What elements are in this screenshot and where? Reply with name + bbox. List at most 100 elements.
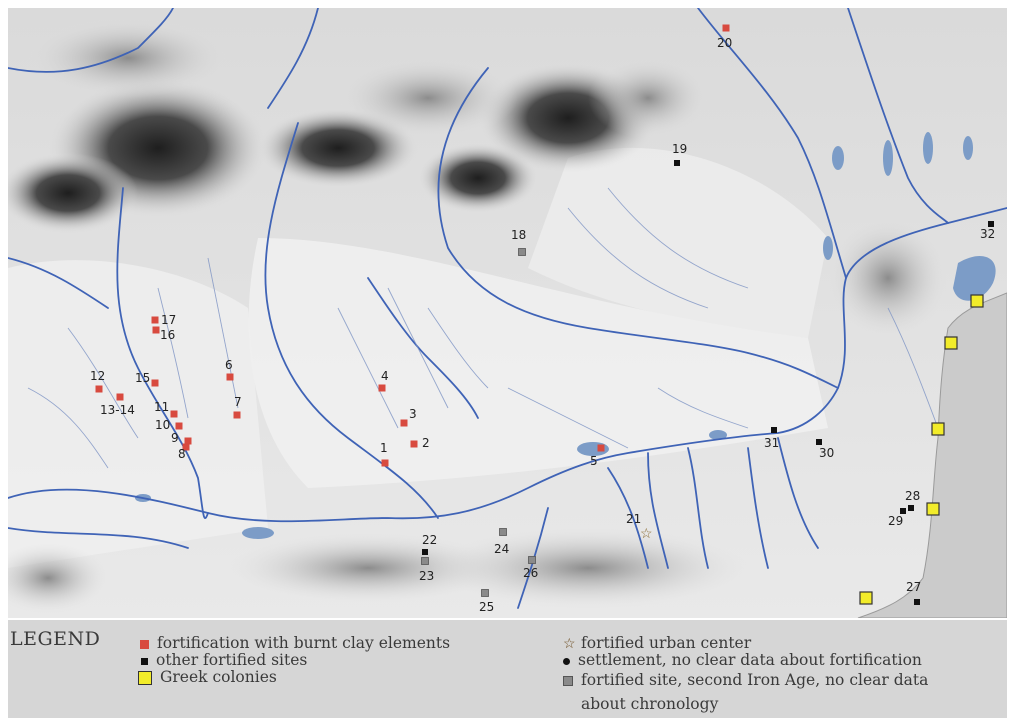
site-label: 23 [419,569,434,583]
site-label: 3 [409,407,417,421]
other-fortified-marker [988,221,994,227]
other-fortified-marker [422,549,428,555]
site-label: 24 [494,542,509,556]
site-label: 4 [381,369,389,383]
burnt-clay-marker [116,393,124,401]
site-label: 12 [90,369,105,383]
site-23: 23 [419,557,434,583]
burnt-clay-marker [722,24,730,32]
burnt-clay-marker [410,440,418,448]
site-18: 18 [511,228,526,256]
black-square-icon [141,657,148,665]
site-3: 3 [400,407,417,427]
site-27: 27 [906,580,921,605]
site-28: 28 [905,489,920,511]
legend-item-other-fortified: other fortified sites [141,651,307,669]
site-1: 1 [380,441,389,467]
site-5: 5 [590,444,605,468]
site-label: 22 [422,533,437,547]
site-label: 1 [380,441,388,455]
site-label: 31 [764,436,779,450]
burnt-clay-marker [175,422,183,430]
burnt-clay-marker [233,411,241,419]
burnt-clay-marker [151,379,159,387]
site-label: 2 [422,436,430,450]
site-17: 17 [151,313,176,327]
other-fortified-marker [816,439,822,445]
burnt-clay-marker [381,459,389,467]
dot-icon [563,657,570,665]
site-label: 25 [479,600,494,614]
lake [953,255,996,301]
other-fortified-marker [674,160,680,166]
site-21: ☆21 [626,512,653,542]
burnt-clay-marker [151,316,159,324]
greek-colony-marker [970,294,984,308]
other-fortified-marker [771,427,777,433]
site-label: 17 [161,313,176,327]
burnt-clay-marker [152,326,160,334]
gray-square-icon [563,676,573,686]
red-square-icon [140,639,149,649]
yellow-square-icon [138,671,152,685]
site-15: 15 [135,371,159,387]
second-iron-age-marker [481,589,489,597]
legend-item-second-iron-age: fortified site, second Iron Age, no clea… [563,671,928,689]
site-label: 9 [171,431,179,445]
site-label: 26 [523,566,538,580]
site-label: 28 [905,489,920,503]
burnt-clay-marker [597,444,605,452]
site-label: 20 [717,36,732,50]
burnt-clay-marker [226,373,234,381]
site-label: 32 [980,227,995,241]
site-label: 30 [819,446,834,460]
site-label: 13-14 [100,403,135,417]
site-19: 19 [672,142,687,166]
site-label: 8 [178,447,186,461]
star-icon: ☆ [563,636,576,652]
site-11: 11 [154,400,178,418]
site-10: 10 [155,418,183,432]
site-4: 4 [378,369,389,392]
site-label: 5 [590,454,598,468]
second-iron-age-marker [421,557,429,565]
site-label: 6 [225,358,233,372]
site-label: 16 [160,328,175,342]
legend-title: LEGEND [10,628,101,650]
site-label: 18 [511,228,526,242]
greek-colony-markers [859,294,984,605]
site-22: 22 [422,533,437,555]
second-iron-age-marker [518,248,526,256]
site-label: 21 [626,512,641,526]
greek-colony-marker [926,502,940,516]
site-7: 7 [233,395,242,419]
second-iron-age-marker [499,528,507,536]
site-13-14: 13-14 [100,393,135,417]
site-6: 6 [225,358,234,381]
legend-item-urban-center: ☆fortified urban center [563,634,752,652]
burnt-clay-marker [378,384,386,392]
other-fortified-marker [900,508,906,514]
site-25: 25 [479,589,494,614]
other-fortified-marker [908,505,914,511]
site-32: 32 [980,221,995,241]
site-label: 29 [888,514,903,528]
burnt-clay-marker [184,437,192,445]
greek-colony-marker [859,591,873,605]
site-label: 19 [672,142,687,156]
site-30: 30 [816,439,834,460]
site-16: 16 [152,326,175,342]
burnt-clay-marker [95,385,103,393]
site-2: 2 [410,436,430,450]
site-24: 24 [494,528,509,556]
site-31: 31 [764,427,779,450]
site-26: 26 [523,556,538,580]
burnt-clay-marker [400,419,408,427]
site-label: 15 [135,371,150,385]
greek-colony-marker [944,336,958,350]
site-label: 27 [906,580,921,594]
second-iron-age-marker [528,556,536,564]
site-8: 8 [178,443,190,461]
